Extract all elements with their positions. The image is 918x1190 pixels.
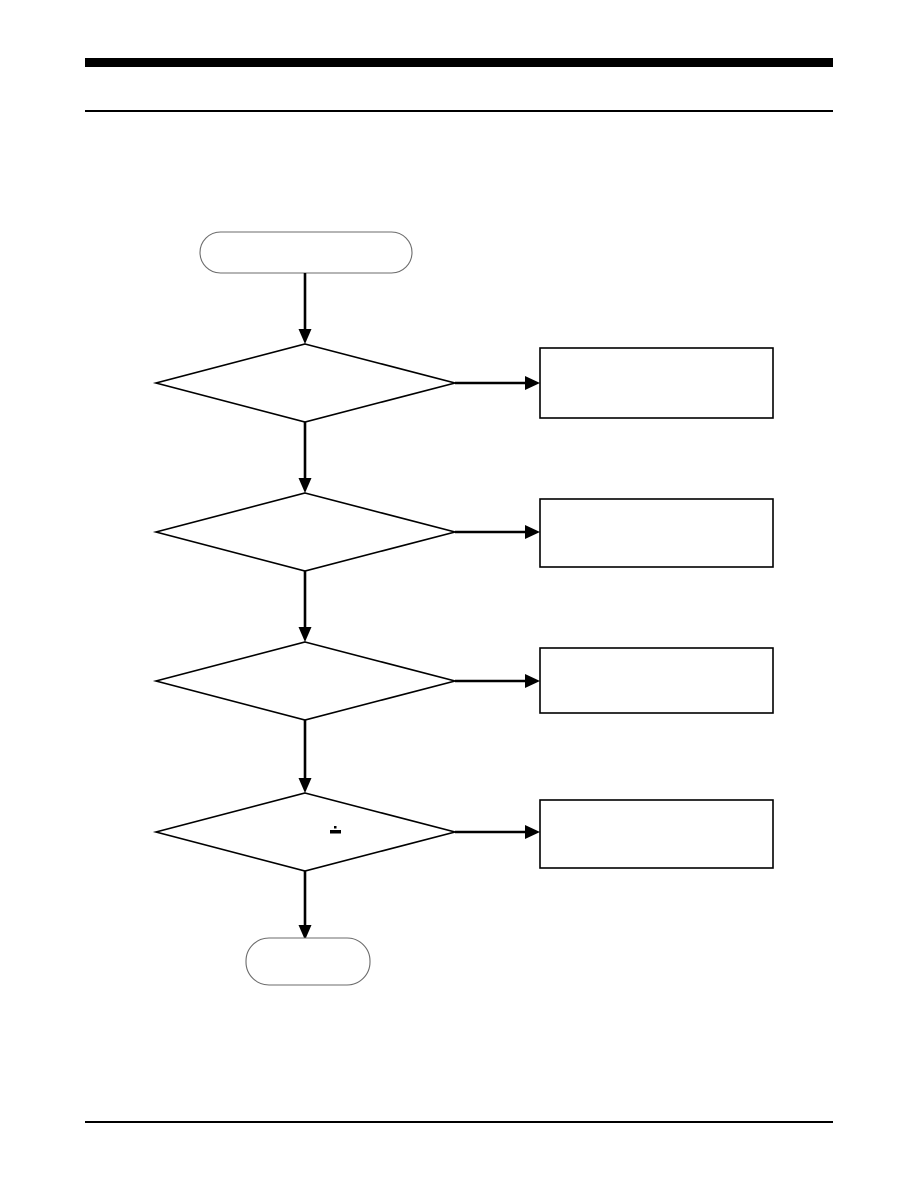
arrow-head-process-2: [525, 525, 540, 539]
process-rectangle-3[interactable]: [539, 647, 774, 714]
stray-ink-mark-dot: [334, 826, 337, 829]
start-terminator-shape[interactable]: [199, 231, 413, 274]
stray-ink-mark: [330, 830, 341, 834]
process-rectangle-1[interactable]: [539, 347, 774, 419]
arrow-head-decision-1-top: [298, 329, 312, 344]
decision-diamond-2[interactable]: [152, 492, 459, 572]
arrow-head-decision-4-top: [298, 778, 312, 793]
process-rectangle-4[interactable]: [539, 799, 774, 869]
decision-diamond-3[interactable]: [152, 641, 459, 721]
decision-diamond-4[interactable]: [152, 792, 459, 872]
arrow-head-decision-2-top: [298, 478, 312, 493]
arrow-head-process-1: [525, 376, 540, 390]
header-thick-bar: [85, 58, 833, 67]
decision-diamond-1[interactable]: [152, 343, 459, 423]
arrow-head-end-terminator: [298, 925, 312, 940]
end-terminator-shape[interactable]: [245, 937, 371, 986]
arrow-head-decision-3-top: [298, 627, 312, 642]
process-rectangle-2[interactable]: [539, 498, 774, 568]
footer-rule: [85, 1121, 833, 1123]
arrow-head-process-4: [525, 825, 540, 839]
arrow-head-process-3: [525, 674, 540, 688]
header-thin-rule: [85, 110, 833, 112]
